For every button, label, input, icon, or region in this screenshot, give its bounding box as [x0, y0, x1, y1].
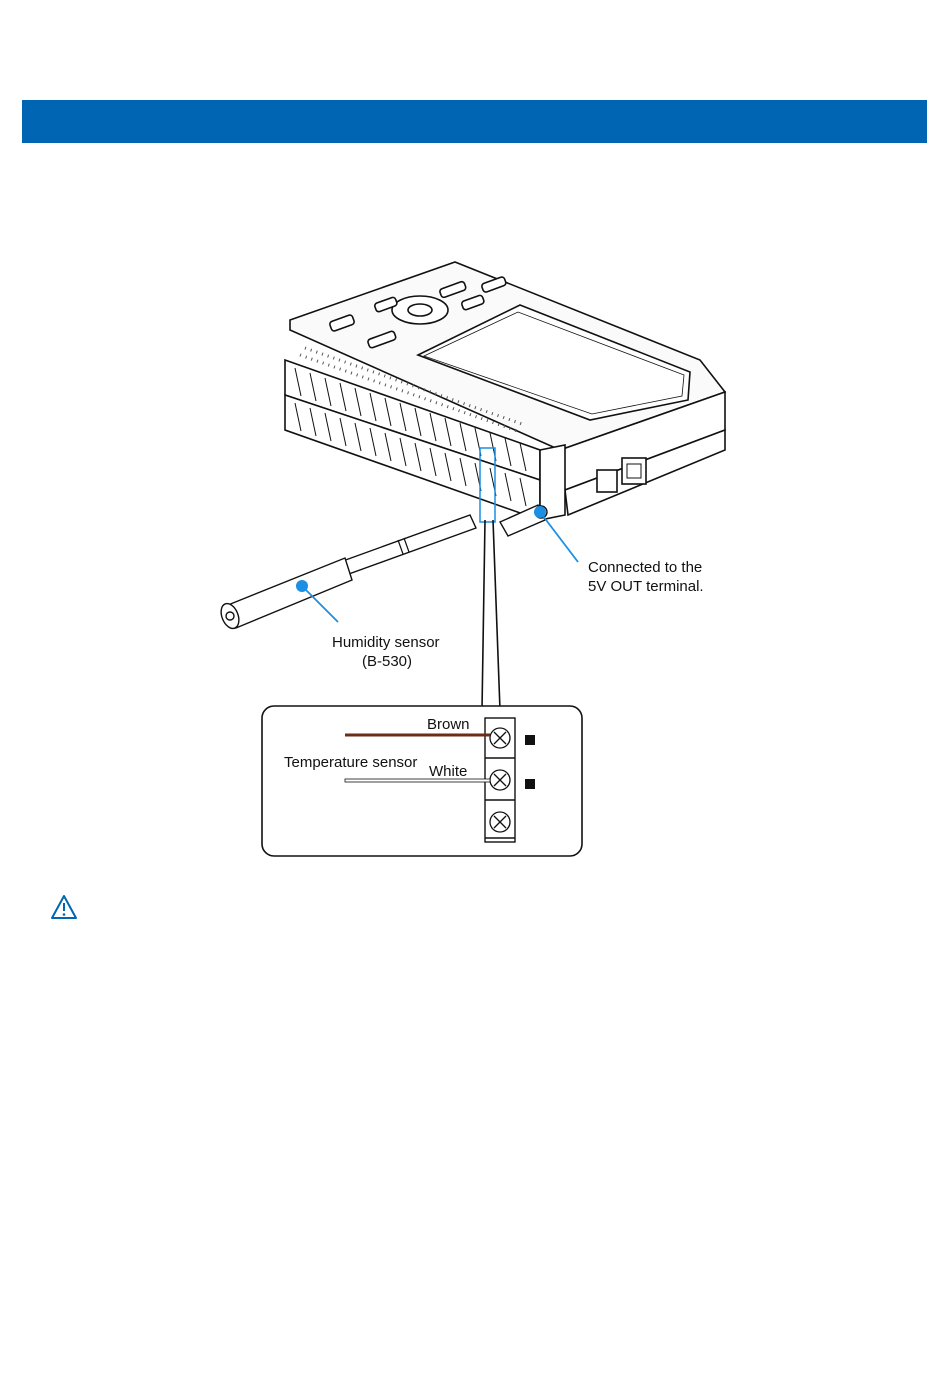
humidity-sensor-model: (B-530) — [362, 652, 412, 671]
white-wire — [345, 779, 490, 782]
temperature-sensor-label: Temperature sensor — [284, 753, 417, 772]
data-logger-device — [285, 262, 725, 520]
connection-label-line2: 5V OUT terminal. — [588, 577, 704, 596]
brown-wire-label: Brown — [427, 715, 470, 734]
zoom-lines — [482, 520, 500, 710]
warning-triangle-icon — [50, 893, 78, 921]
terminal-marker-plus — [525, 735, 535, 745]
white-wire-label: White — [429, 762, 467, 781]
connection-label-line1: Connected to the — [588, 558, 702, 577]
humidity-sensor-label: Humidity sensor — [332, 633, 440, 652]
terminal-screw-icon — [490, 728, 510, 832]
terminal-marker-minus — [525, 779, 535, 789]
humidity-sensor-probe — [218, 515, 476, 631]
